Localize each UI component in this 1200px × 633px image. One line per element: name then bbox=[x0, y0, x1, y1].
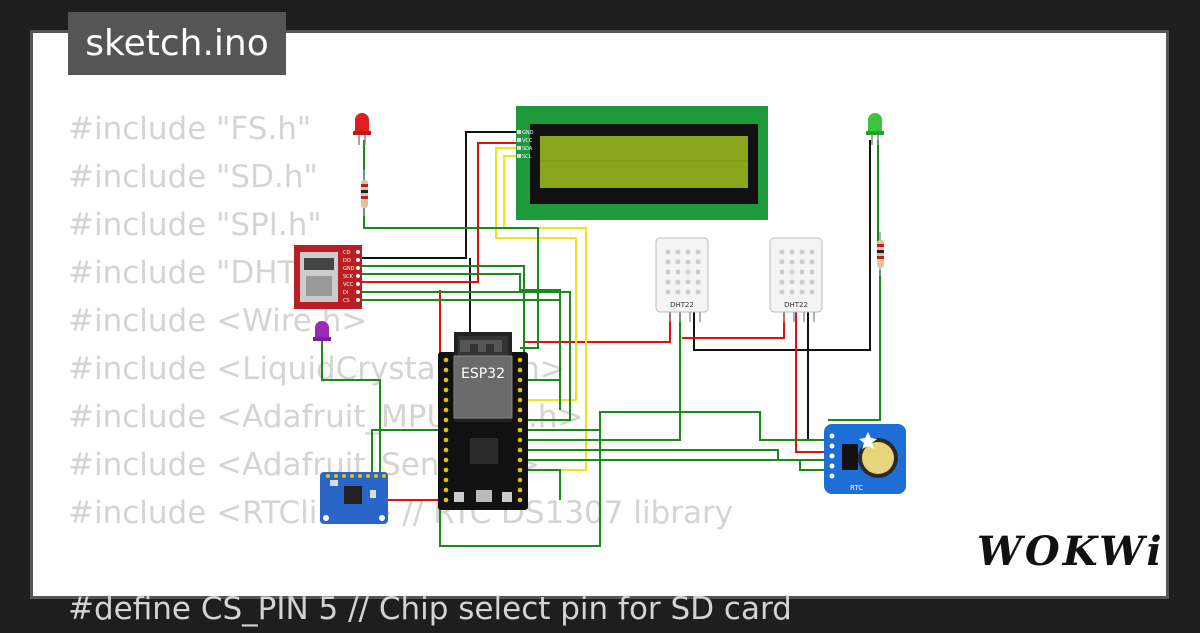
rtc-label: RTC bbox=[850, 484, 863, 492]
lcd-pin-label: VCC bbox=[522, 138, 533, 144]
esp32-label: ESP32 bbox=[461, 366, 505, 382]
wire-green bbox=[520, 310, 681, 441]
code-line: #include "SPI.h" bbox=[68, 207, 322, 243]
resistor[interactable] bbox=[361, 170, 368, 216]
file-title: sketch.ino bbox=[68, 12, 286, 75]
wire-green bbox=[520, 411, 828, 441]
wire-green bbox=[828, 270, 881, 421]
sd-pin-label: DO bbox=[343, 258, 351, 264]
sd-pin-labels: CD DO GND SCK VCC DI CS bbox=[343, 250, 355, 304]
code-line: #include "FS.h" bbox=[68, 111, 312, 147]
lcd-pin-labels: GND VCC SDA SCL bbox=[522, 130, 534, 160]
sd-pin-label: CS bbox=[343, 298, 350, 304]
lcd-pin-label: GND bbox=[522, 130, 534, 136]
lcd-display[interactable]: GND VCC SDA SCL bbox=[516, 106, 768, 220]
led-red[interactable] bbox=[353, 113, 371, 145]
wire-green bbox=[439, 420, 601, 547]
sd-card-module[interactable]: CD DO GND SCK VCC DI CS bbox=[294, 245, 362, 309]
dht22-label: DHT22 bbox=[784, 301, 808, 309]
wire-green bbox=[520, 469, 561, 500]
wire-green bbox=[358, 265, 525, 360]
wire-red bbox=[329, 290, 441, 501]
wire-green bbox=[358, 291, 571, 421]
lcd-pin-label: SDA bbox=[522, 146, 533, 152]
wokwi-logo: WOKWi bbox=[977, 528, 1165, 575]
wire-green bbox=[358, 299, 561, 410]
wire-yellow bbox=[503, 155, 587, 471]
lcd-pins bbox=[517, 130, 521, 158]
wire-yellow bbox=[495, 147, 577, 401]
code-line: #include "SD.h" bbox=[68, 159, 318, 195]
wire-red bbox=[682, 310, 785, 339]
mpu6050-module[interactable] bbox=[320, 472, 388, 524]
dht22-sensor[interactable]: DHT22 bbox=[769, 237, 823, 322]
dht22-sensor[interactable]: DHT22 bbox=[655, 237, 709, 322]
wire-red bbox=[524, 310, 671, 343]
esp32-board[interactable]: ESP32 bbox=[438, 332, 528, 510]
wire-green bbox=[371, 429, 440, 480]
wire-black bbox=[807, 310, 828, 441]
led-green[interactable] bbox=[866, 113, 884, 145]
sd-pin-label: DI bbox=[343, 290, 348, 296]
sd-pin-label: VCC bbox=[343, 282, 354, 288]
wire-green bbox=[520, 449, 828, 461]
wire-red bbox=[795, 310, 828, 453]
sd-pin-label: SCK bbox=[343, 274, 354, 280]
sd-pin-label: CD bbox=[343, 250, 350, 256]
code-line: #define CS_PIN 5 // Chip select pin for … bbox=[68, 591, 792, 627]
rtc-module[interactable]: RTC bbox=[824, 424, 906, 494]
wire-black bbox=[358, 131, 518, 259]
sd-pin-label: GND bbox=[343, 266, 355, 272]
wire-green bbox=[363, 140, 539, 349]
dht22-label: DHT22 bbox=[670, 301, 694, 309]
star-icon bbox=[859, 432, 877, 449]
resistor[interactable] bbox=[877, 232, 884, 276]
led-purple[interactable] bbox=[313, 321, 331, 341]
wire-green bbox=[358, 273, 561, 381]
wire-black bbox=[693, 140, 871, 351]
lcd-screen bbox=[540, 136, 748, 188]
wire-red bbox=[358, 142, 518, 283]
lcd-pin-label: SCL bbox=[522, 154, 532, 160]
wire-green bbox=[520, 459, 828, 471]
wire-red bbox=[358, 299, 441, 350]
esp32-pins bbox=[443, 357, 523, 503]
